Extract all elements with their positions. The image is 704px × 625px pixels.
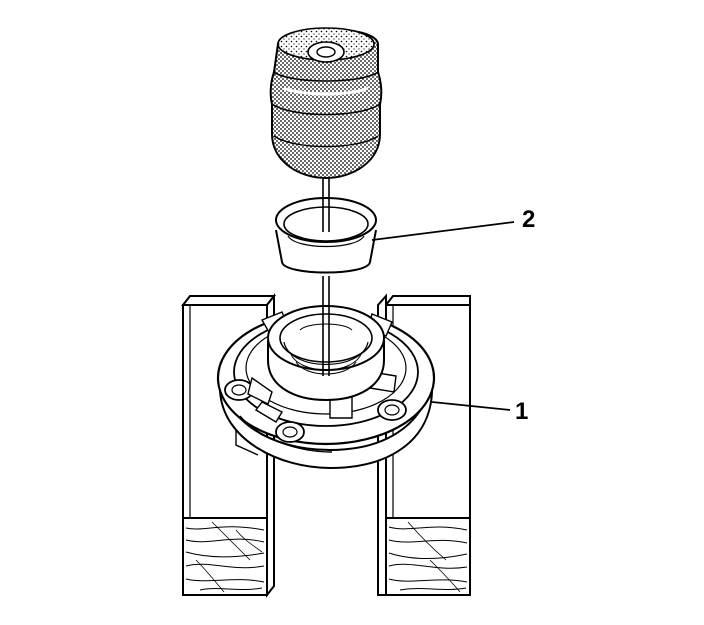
strut-mount <box>216 305 436 470</box>
jounce-bumper <box>269 27 383 180</box>
bushing-ring <box>275 197 377 274</box>
leader-line-2 <box>371 221 515 241</box>
callout-1: 1 <box>515 398 529 425</box>
callout-2: 2 <box>522 206 536 233</box>
leader-line-1 <box>431 401 511 411</box>
left-wood-base <box>182 517 268 596</box>
right-wood-base <box>385 517 471 596</box>
assembly-axis-line <box>322 178 330 376</box>
